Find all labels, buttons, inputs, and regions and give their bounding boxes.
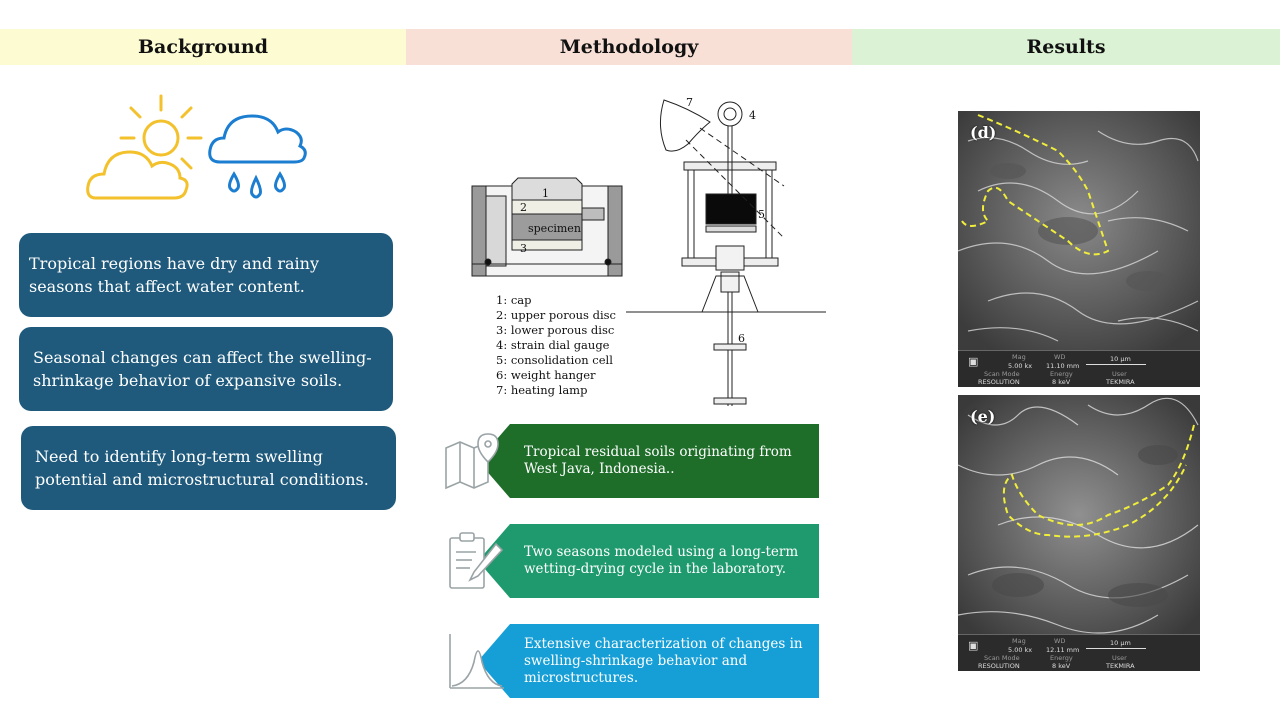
sem-scan-value: RESOLUTION: [978, 662, 1020, 670]
specimen-label: specimen: [528, 222, 581, 235]
sem-scan-label: Scan Mode: [984, 370, 1020, 378]
sem-energy-label: Energy: [1050, 370, 1073, 378]
sem-user-value: TEKMIRA: [1106, 662, 1135, 670]
sem-image-d: (d) ▣ Mag 5.00 kx WD 11.10 mm 10 μm Scan…: [958, 111, 1200, 387]
background-card-1: Tropical regions have dry and rainy seas…: [19, 233, 393, 317]
header-methodology: Methodology: [406, 29, 852, 65]
sem-scale-bar: [1086, 648, 1146, 649]
background-card-text: Need to identify long-term swelling pote…: [35, 447, 369, 489]
clipboard-pencil-icon: [449, 532, 504, 589]
sem-scale-label: 10 μm: [1110, 639, 1131, 647]
method-step-text: Extensive characterization of changes in…: [524, 635, 803, 686]
legend-item: 7: heating lamp: [496, 383, 587, 397]
sem-scan-value: RESOLUTION: [978, 378, 1020, 386]
method-step-1: Tropical residual soils originating from…: [440, 424, 820, 498]
map-pin-icon: [445, 433, 499, 490]
sem-image-e: (e) ▣ Mag 5.00 kx WD 12.11 mm 10 μm Scan…: [958, 395, 1200, 671]
sem-user-label: User: [1112, 370, 1127, 378]
cell-number-1: 1: [542, 187, 549, 200]
sem-scale-bar: [1086, 364, 1146, 365]
sem-panel-label: (e): [970, 407, 996, 426]
sem-logo-icon: ▣: [968, 355, 979, 368]
background-card-text: Seasonal changes can affect the swelling…: [33, 348, 372, 390]
method-step-text: Two seasons modeled using a long-term we…: [524, 544, 799, 577]
sem-wd-value: 12.11 mm: [1046, 646, 1080, 654]
sem-user-value: TEKMIRA: [1106, 378, 1135, 386]
lamp-number-7: 7: [686, 96, 693, 109]
header-methodology-label: Methodology: [559, 36, 699, 58]
sem-energy-label: Energy: [1050, 654, 1073, 662]
gauge-number-4: 4: [749, 109, 756, 122]
header-background-label: Background: [138, 36, 268, 58]
cell-number-5: 5: [758, 208, 765, 221]
header-background: Background: [0, 29, 406, 65]
sem-logo-icon: ▣: [968, 639, 979, 652]
cell-number-3: 3: [520, 242, 527, 255]
sem-scale-label: 10 μm: [1110, 355, 1131, 363]
method-step-text: Tropical residual soils originating from…: [524, 444, 792, 477]
sem-scan-label: Scan Mode: [984, 654, 1020, 662]
sun-cloud-icon: [86, 94, 203, 200]
sem-panel-label: (d): [970, 123, 997, 142]
method-step-3: Extensive characterization of changes in…: [440, 624, 820, 698]
sem-info-bar: ▣ Mag 5.00 kx WD 11.10 mm 10 μm Scan Mod…: [958, 350, 1200, 387]
hanger-number-6: 6: [738, 332, 745, 345]
background-card-2: Seasonal changes can affect the swelling…: [19, 327, 393, 411]
cell-number-2: 2: [520, 201, 527, 214]
apparatus-diagram: 1 2 specimen 3 4 5 6 7 1: cap 2: upper p…: [471, 96, 826, 406]
background-card-text: Tropical regions have dry and rainy seas…: [29, 254, 319, 296]
sem-user-label: User: [1112, 654, 1127, 662]
header-results-label: Results: [1026, 36, 1106, 58]
legend-item: 3: lower porous disc: [496, 323, 614, 337]
sem-energy-value: 8 keV: [1052, 378, 1071, 386]
sem-energy-value: 8 keV: [1052, 662, 1071, 670]
sem-mag-label: Mag: [1012, 637, 1026, 645]
sem-micrograph: [958, 395, 1200, 635]
sem-info-bar: ▣ Mag 5.00 kx WD 12.11 mm 10 μm Scan Mod…: [958, 634, 1200, 671]
sem-wd-value: 11.10 mm: [1046, 362, 1080, 370]
method-step-2: Two seasons modeled using a long-term we…: [440, 524, 820, 598]
legend-item: 2: upper porous disc: [496, 308, 616, 322]
rain-cloud-icon: [208, 114, 307, 199]
sem-wd-label: WD: [1054, 637, 1066, 645]
sem-wd-label: WD: [1054, 353, 1066, 361]
legend-item: 1: cap: [496, 293, 532, 307]
bell-curve-chart-icon: [449, 634, 504, 689]
legend-item: 5: consolidation cell: [496, 353, 613, 367]
legend-item: 4: strain dial gauge: [496, 338, 610, 352]
sem-micrograph: [958, 111, 1200, 351]
sem-mag-label: Mag: [1012, 353, 1026, 361]
legend-item: 6: weight hanger: [496, 368, 596, 382]
header-results: Results: [852, 29, 1280, 65]
sem-mag-value: 5.00 kx: [1008, 646, 1033, 654]
sem-mag-value: 5.00 kx: [1008, 362, 1033, 370]
background-card-3: Need to identify long-term swelling pote…: [21, 426, 396, 510]
